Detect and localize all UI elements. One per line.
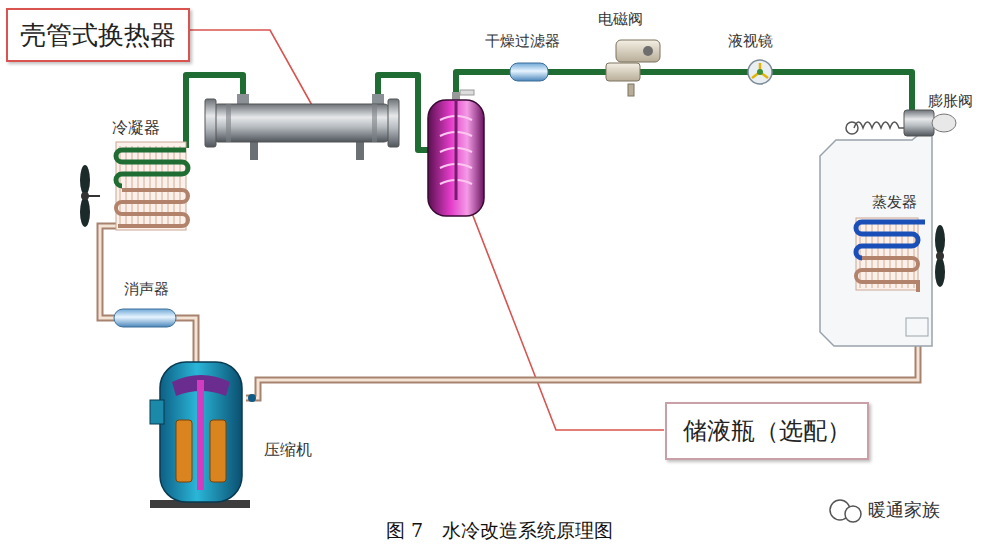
evaporator-housing [820,124,932,346]
fan [935,225,945,287]
part-name: 消声器 [124,280,169,298]
evaporator-housing [906,318,928,336]
sight-glass [748,60,772,84]
part-name: 冷凝器 [112,118,160,137]
filter-drier [510,63,548,81]
evaporator [856,218,925,292]
leader-line [470,208,664,430]
callout-text: 壳管式换热器 [20,18,176,53]
part-name: 蒸发器 [872,193,917,211]
condenser [116,142,188,230]
muffler [114,309,176,327]
liquid-receiver [428,90,484,216]
liquid-pipe [186,72,912,150]
figure-caption: 图 7 水冷改造系统原理图 [386,519,613,542]
part-name: 压缩机 [264,440,312,459]
callout-box: 储液瓶（选配） [665,402,869,460]
part-name: 液视镜 [728,32,773,50]
part-name: 干燥过滤器 [485,32,560,50]
callout-box: 壳管式换热器 [6,8,190,62]
fan [80,165,100,227]
solenoid-valve [606,40,660,96]
callout-text: 储液瓶（选配） [683,415,851,447]
part-name: 电磁阀 [598,10,643,28]
shell-tube-exchanger [205,94,399,160]
watermark: 暖通家族 [868,499,940,521]
part-name: 膨胀阀 [928,92,973,110]
expansion-valve [846,110,956,136]
compressor [150,362,256,508]
watermark-icon [830,500,861,522]
